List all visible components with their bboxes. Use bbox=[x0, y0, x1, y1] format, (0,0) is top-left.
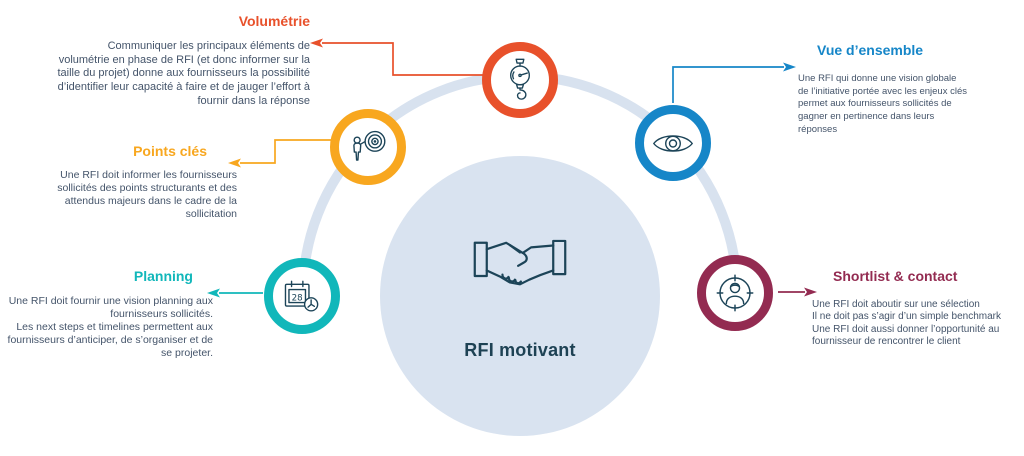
calendar-day-label: 28 bbox=[292, 293, 303, 303]
node-title-volumetrie: Volumétrie bbox=[238, 13, 310, 29]
person-target-icon bbox=[353, 130, 386, 161]
node-title-points-cles: Points clés bbox=[133, 143, 207, 159]
eye-icon bbox=[653, 134, 693, 152]
hanging-scale-icon bbox=[510, 58, 530, 100]
node-title-planning: Planning bbox=[133, 268, 193, 284]
connector-arrow-volumetrie bbox=[310, 38, 483, 76]
node-title-shortlist: Shortlist & contact bbox=[833, 268, 958, 284]
calendar-clock-icon: 28 bbox=[284, 280, 319, 312]
person-crosshair-icon bbox=[716, 274, 754, 312]
connector-arrow-shortlist bbox=[778, 287, 817, 297]
handshake-icon bbox=[473, 239, 567, 286]
node-description-vue-densemble: Une RFI qui donne une vision globale de … bbox=[798, 73, 967, 135]
node-description-planning: Une RFI doit fournir une vision planning… bbox=[7, 295, 213, 360]
node-description-shortlist: Une RFI doit aboutir sur une sélection I… bbox=[812, 299, 1001, 348]
node-title-vue-densemble: Vue d’ensemble bbox=[817, 42, 924, 58]
node-circle-vue-densemble bbox=[635, 105, 711, 181]
center-circle: RFI motivant bbox=[380, 156, 660, 436]
node-circle-points-cles bbox=[330, 109, 406, 185]
node-circle-planning: 28 bbox=[264, 258, 340, 334]
connector-arrow-points-cles bbox=[228, 139, 331, 168]
node-description-points-cles: Une RFI doit informer les fournisseurs s… bbox=[57, 169, 237, 221]
connector-arrow-planning bbox=[207, 288, 263, 298]
center-label: RFI motivant bbox=[464, 340, 576, 360]
node-description-volumetrie: Communiquer les principaux éléments de v… bbox=[57, 40, 310, 107]
node-circle-shortlist bbox=[697, 255, 773, 331]
connector-arrow-vue-densemble bbox=[672, 62, 796, 103]
node-circle-volumetrie bbox=[482, 42, 558, 118]
